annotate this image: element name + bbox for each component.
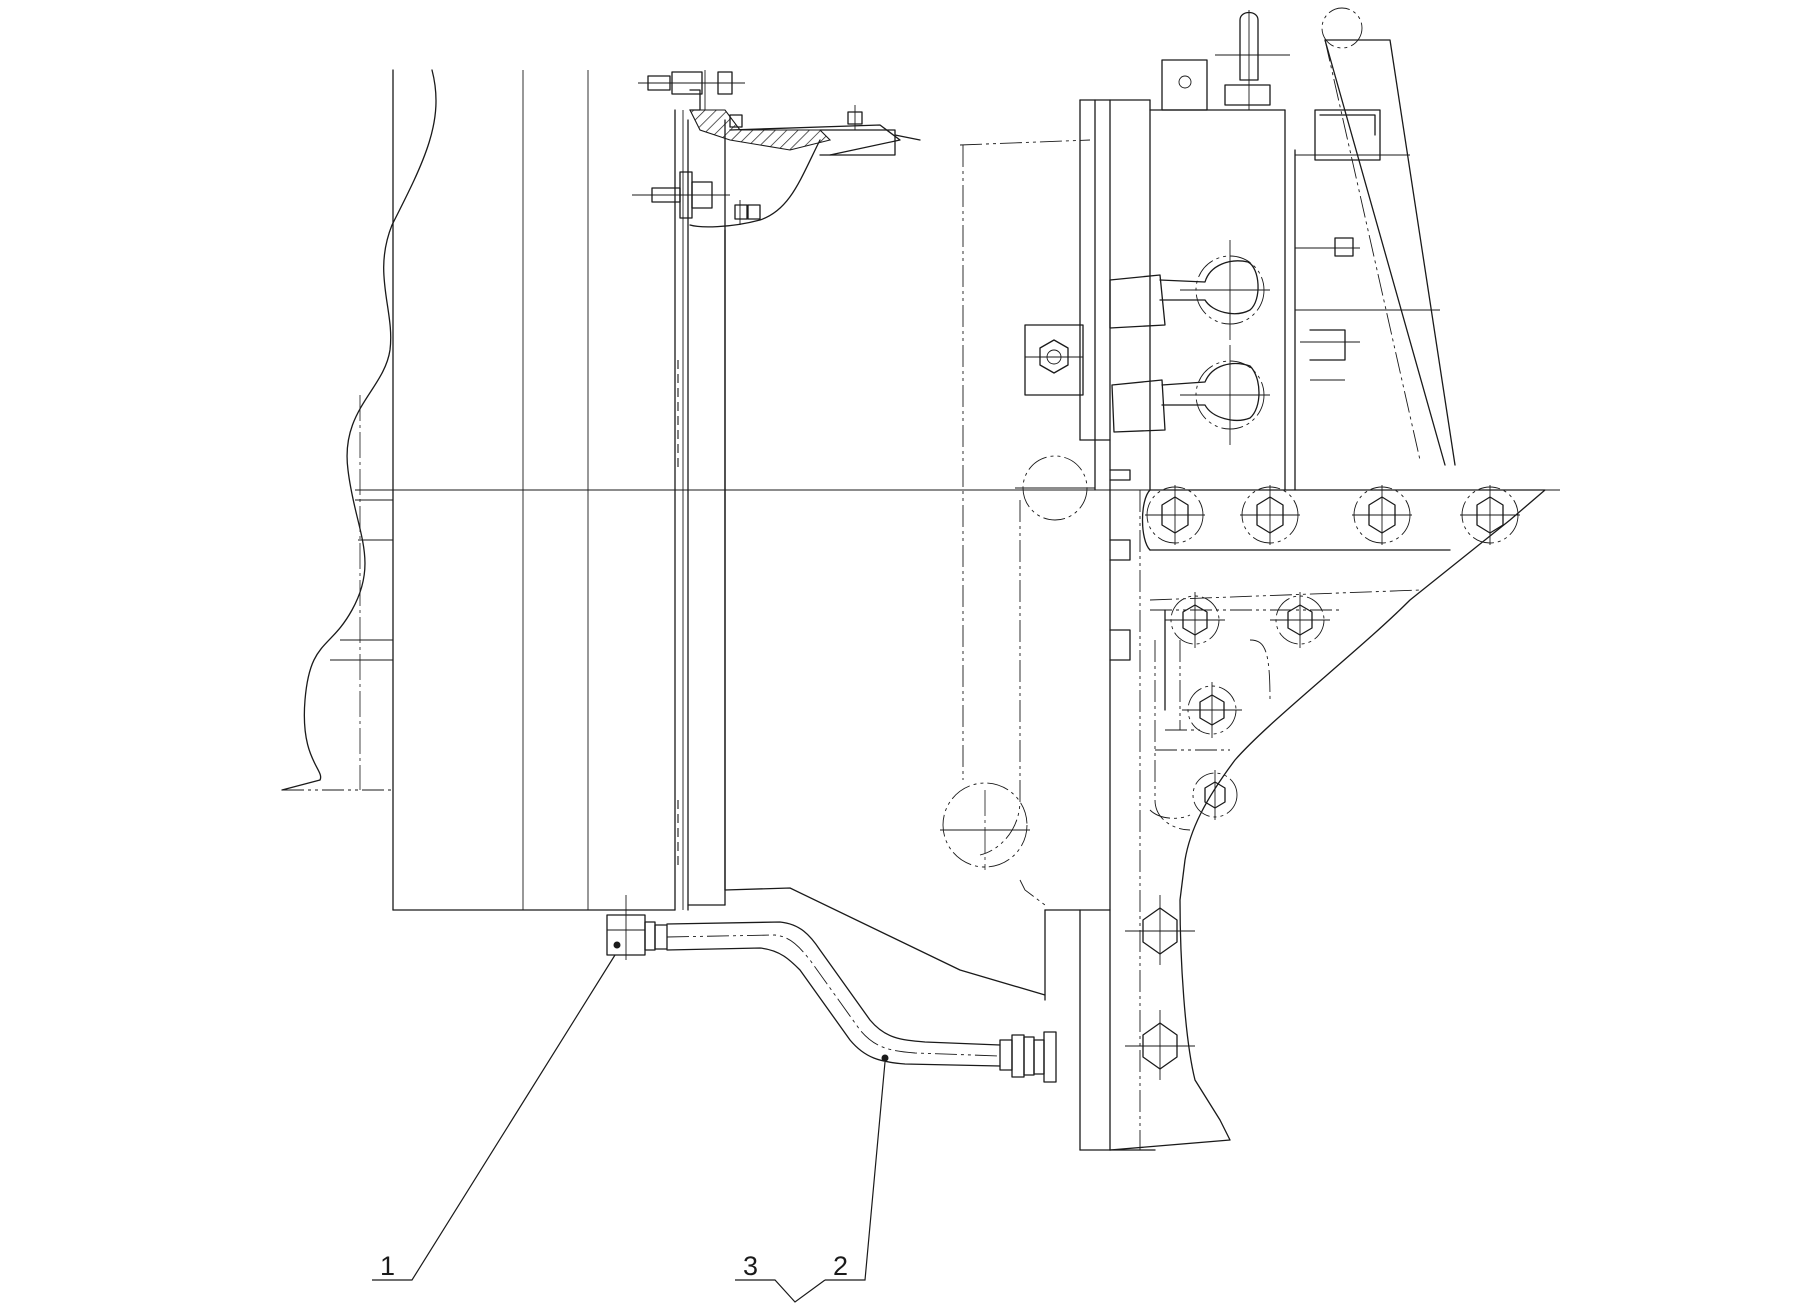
oil-pipe: [606, 895, 1057, 1083]
hex-bolt: [1165, 592, 1225, 648]
leader-2: [825, 1061, 886, 1281]
hex-bolt: [1125, 1010, 1195, 1080]
hex-bolts-row: [1125, 485, 1520, 1080]
flange-plates: [1044, 99, 1296, 1151]
lower-frame: [1109, 489, 1546, 1151]
marker-dot: [613, 941, 621, 949]
feed-chute-section: [632, 70, 1091, 228]
hex-bolt: [1270, 592, 1330, 648]
lifting-bracket: [1161, 7, 1456, 466]
mill-body-phantom: [940, 100, 1081, 1001]
callout-2: 2: [833, 1251, 848, 1281]
hex-bolt: [1352, 485, 1412, 545]
leader-3: [735, 1279, 826, 1303]
inner-liner: [677, 119, 1046, 996]
callout-1: 1: [380, 1251, 395, 1281]
pipe-fitting-right: [999, 1039, 1013, 1071]
hex-bolt: [1460, 485, 1520, 545]
hex-bolt: [1182, 682, 1242, 738]
hex-bolt: [1240, 485, 1300, 545]
leader-1: [372, 954, 616, 1281]
hex-bolt: [1192, 770, 1238, 820]
callout-3: 3: [743, 1251, 758, 1281]
bracket-bolts: [1295, 237, 1360, 381]
hex-bolt: [1145, 485, 1205, 545]
pivot-bolts: [1015, 240, 1270, 521]
callout-leaders: [372, 954, 886, 1303]
hex-bolt: [1125, 895, 1195, 965]
marker-dot: [881, 1054, 889, 1062]
